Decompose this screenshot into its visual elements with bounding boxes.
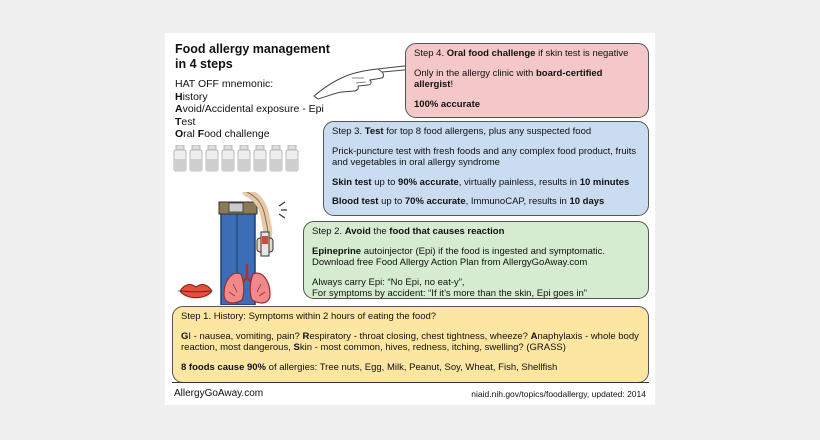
text-run: T — [175, 115, 182, 128]
step4-accuracy: 100% accurate — [414, 99, 640, 111]
text-run: of allergies: Tree nuts, Egg, Milk, Pean… — [266, 361, 558, 373]
text-run: Prick-puncture test with fresh foods and… — [332, 145, 637, 169]
text-run: 10 minutes — [579, 176, 630, 188]
text-run: For symptoms by accident: “If it’s more … — [312, 288, 587, 299]
text-run: autoinjector (Epi) if the food is ingest… — [361, 245, 606, 257]
text-run: Step 4. — [414, 48, 447, 59]
text-run: O — [175, 128, 184, 140]
text-run: H — [175, 90, 183, 103]
step1-eight-foods: 8 foods cause 90% of allergies: Tree nut… — [181, 362, 640, 374]
title-line-1: Food allergy management — [175, 42, 330, 56]
step2-heading: Step 2. Avoid the food that causes react… — [312, 226, 640, 238]
page-title: Food allergy management in 4 steps — [175, 42, 355, 72]
text-run: kin - most common, hives, redness, itchi… — [299, 342, 566, 353]
text-run: I - nausea, vomiting, pain? — [188, 330, 303, 342]
text-run: A — [530, 330, 538, 342]
text-run: Epineprine — [312, 245, 362, 257]
text-run: Skin test — [332, 176, 372, 188]
text-run: Download free Food Allergy Action Plan f… — [312, 257, 588, 268]
text-run: Oral food challenge — [446, 48, 536, 59]
text-run: Only in the allergy clinic with — [414, 67, 536, 79]
text-run: R — [302, 330, 310, 342]
step4-clinic-text: Only in the allergy clinic with board-ce… — [414, 68, 640, 91]
text-run: ood challenge — [204, 128, 270, 140]
text-run: Blood test — [332, 196, 379, 207]
text-run: F — [197, 128, 205, 140]
text-run: up to — [371, 176, 399, 188]
text-run: 10 days — [569, 196, 605, 207]
text-run: for top 8 food allergens, plus any suspe… — [383, 126, 592, 137]
text-run: Step 1. History: Symptoms within 2 hours… — [181, 311, 437, 322]
text-run: 8 foods cause 90% — [181, 361, 267, 373]
text-run: food that causes reaction — [389, 226, 505, 237]
step3-heading: Step 3. Test for top 8 food allergens, p… — [332, 126, 640, 138]
text-run: void/Accidental exposure - Epi — [182, 103, 324, 115]
text-run: istory — [182, 90, 208, 103]
step4-heading: Step 4. Oral food challenge if skin test… — [414, 48, 640, 60]
step4-oral-food-challenge: Step 4. Oral food challenge if skin test… — [405, 43, 649, 118]
text-run: ral — [183, 128, 198, 140]
step1-heading: Step 1. History: Symptoms within 2 hours… — [181, 311, 640, 323]
footer-source: niaid.nih.gov/topics/foodallergy, update… — [471, 389, 646, 399]
step3-prick-text: Prick-puncture test with fresh foods and… — [332, 146, 640, 169]
step1-history: Step 1. History: Symptoms within 2 hours… — [172, 306, 649, 383]
mnemonic-line: Test — [175, 116, 335, 129]
mnemonic-block: HAT OFF mnemonic: History Avoid/Accident… — [175, 78, 335, 141]
text-run: A — [175, 103, 183, 115]
text-run: if skin test is negative — [535, 48, 629, 59]
footer-site: AllergyGoAway.com — [174, 388, 264, 399]
mnemonic-line: Oral Food challenge — [175, 128, 335, 141]
text-run: espiratory - throat closing, chest tight… — [309, 330, 531, 342]
lungs-icon — [223, 264, 271, 304]
text-run: , virtually painless, results in — [458, 176, 580, 188]
text-run: Step 3. — [332, 126, 365, 137]
text-run: Step 2. — [312, 226, 345, 237]
mnemonic-line: History — [175, 91, 335, 104]
text-run: 70% accurate — [404, 196, 466, 207]
pointing-hand-icon — [313, 65, 407, 100]
step3-blood-test: Blood test up to 70% accurate, ImmunoCAP… — [332, 196, 640, 208]
text-run: naphylaxis - whole body reaction, most d… — [181, 330, 639, 354]
text-run: board-certified allergist — [414, 67, 603, 91]
step3-test: Step 3. Test for top 8 food allergens, p… — [323, 121, 649, 216]
text-run: , ImmunoCAP, results in — [465, 196, 570, 207]
swollen-lips-icon — [178, 284, 214, 299]
text-run: S — [293, 342, 300, 353]
text-run: 90% accurate — [398, 176, 459, 188]
step2-carry-epi-text: Always carry Epi: “No Epi, no eat-y”,For… — [312, 277, 640, 300]
title-line-2: in 4 steps — [175, 57, 233, 71]
step3-skin-test: Skin test up to 90% accurate, virtually … — [332, 177, 640, 189]
footer-divider — [172, 382, 649, 383]
text-run: Always carry Epi: “No Epi, no eat-y”, — [312, 276, 465, 288]
mnemonic-heading: HAT OFF mnemonic: — [175, 78, 274, 90]
text-run: Test — [364, 126, 384, 137]
text-run: est — [181, 115, 196, 128]
text-run: ! — [450, 79, 454, 90]
step2-epinephrine-text: Epineprine autoinjector (Epi) if the foo… — [312, 246, 640, 269]
text-run: up to — [378, 196, 405, 207]
step2-avoid: Step 2. Avoid the food that causes react… — [303, 221, 649, 299]
text-run: the — [370, 226, 390, 237]
text-run: 100% accurate — [414, 98, 481, 110]
allergen-bottles-icon — [173, 145, 299, 172]
step1-grass-text: GI - nausea, vomiting, pain? Respiratory… — [181, 331, 640, 354]
text-run: Avoid — [344, 226, 371, 237]
mnemonic-line: Avoid/Accidental exposure - Epi — [175, 103, 335, 116]
text-run: G — [181, 330, 189, 342]
